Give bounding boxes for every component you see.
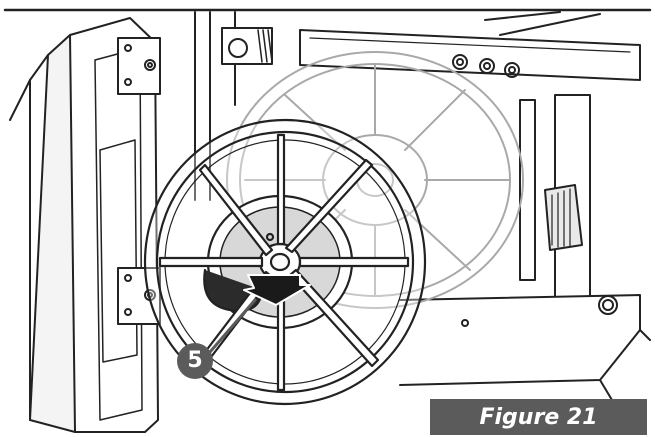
upper-door-hinge xyxy=(117,37,161,95)
step-number: 5 xyxy=(187,348,203,373)
rear-wheel xyxy=(226,51,524,309)
callout-leader-line xyxy=(208,298,257,354)
step-number-badge: 5 xyxy=(177,343,213,379)
cabinet-door xyxy=(9,17,159,433)
figure-label: Figure 21 xyxy=(479,404,598,430)
blade-guide-block xyxy=(221,27,273,65)
tension-knob xyxy=(544,184,583,251)
figure-caption-box: Figure 21 xyxy=(430,399,647,435)
lower-door-hinge xyxy=(117,267,161,325)
removal-arrow xyxy=(243,274,311,306)
